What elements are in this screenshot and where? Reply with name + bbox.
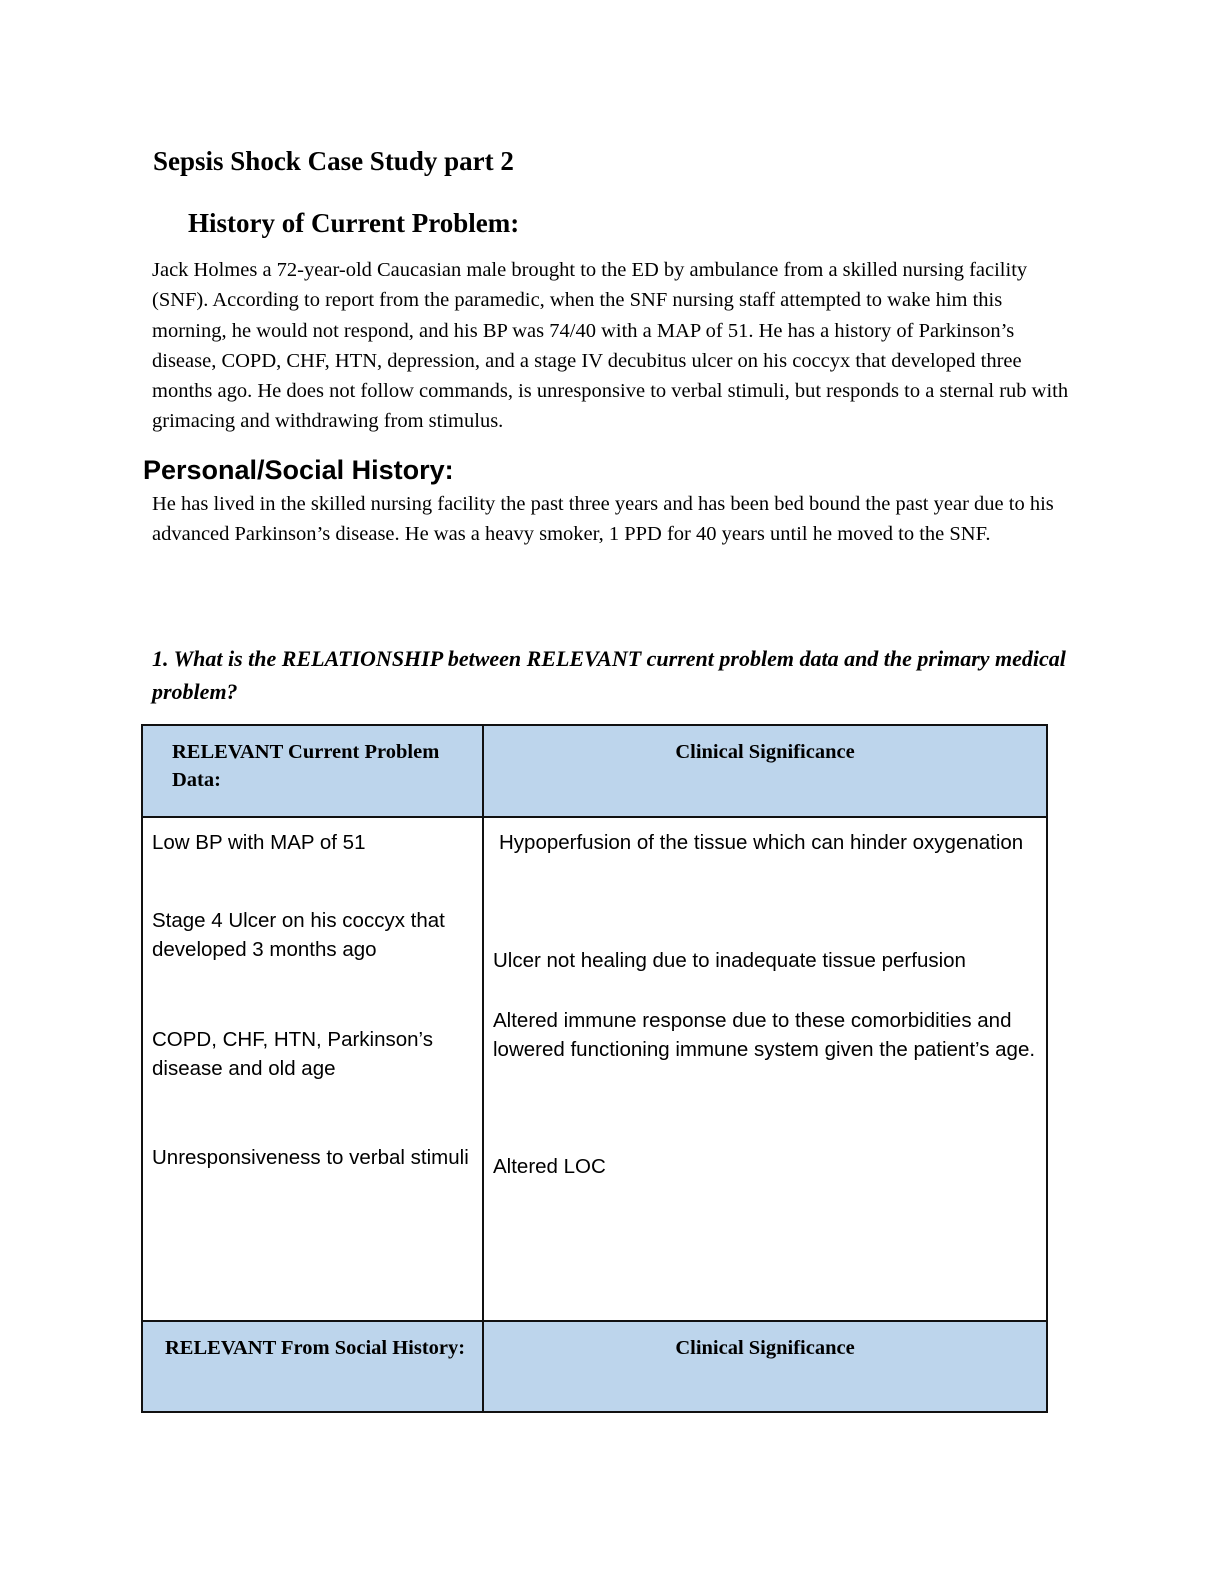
history-heading: History of Current Problem: bbox=[188, 208, 520, 238]
table-body-row: Low BP with MAP of 51 Stage 4 Ulcer on h… bbox=[141, 816, 1048, 1322]
table-row-data: Unresponsiveness to verbal stimuli bbox=[152, 1146, 469, 1169]
question-1: 1. What is the RELATIONSHIP between RELE… bbox=[152, 646, 1066, 704]
table-row-data: Stage 4 Ulcer on his coccyx that develop… bbox=[152, 909, 445, 961]
header-current-problem-label: RELEVANT Current Problem Data: bbox=[172, 741, 440, 791]
table-row-significance: Altered LOC bbox=[493, 1155, 606, 1178]
history-paragraph: Jack Holmes a 72-year-old Caucasian male… bbox=[152, 259, 1069, 433]
header-clinical-significance: Clinical Significance bbox=[482, 724, 1048, 818]
table-row-significance: Ulcer not healing due to inadequate tiss… bbox=[493, 949, 966, 972]
header-social-clinical-significance: Clinical Significance bbox=[482, 1320, 1048, 1413]
social-history-heading: Personal/Social History: bbox=[143, 455, 454, 485]
header-clinical-significance-label: Clinical Significance bbox=[675, 741, 855, 763]
clinical-significance-cell: Hypoperfusion of the tissue which can hi… bbox=[482, 816, 1048, 1322]
header-current-problem-data: RELEVANT Current Problem Data: bbox=[141, 724, 484, 818]
social-header-row: RELEVANT From Social History: Clinical S… bbox=[141, 1320, 1048, 1413]
header-social-history-label: RELEVANT From Social History: bbox=[165, 1337, 466, 1359]
header-social-clinical-significance-label: Clinical Significance bbox=[675, 1337, 855, 1359]
document-title: Sepsis Shock Case Study part 2 bbox=[153, 146, 514, 176]
relationship-table: RELEVANT Current Problem Data: Clinical … bbox=[141, 724, 1048, 1413]
table-row-data: Low BP with MAP of 51 bbox=[152, 831, 366, 854]
social-history-paragraph: He has lived in the skilled nursing faci… bbox=[152, 493, 1054, 545]
current-problem-data-cell: Low BP with MAP of 51 Stage 4 Ulcer on h… bbox=[141, 816, 484, 1322]
table-row-data: COPD, CHF, HTN, Parkinson’s disease and … bbox=[152, 1028, 433, 1080]
table-row-significance: Hypoperfusion of the tissue which can hi… bbox=[499, 831, 1024, 854]
table-header-row: RELEVANT Current Problem Data: Clinical … bbox=[141, 724, 1048, 818]
header-social-history: RELEVANT From Social History: bbox=[141, 1320, 484, 1413]
table-row-significance: Altered immune response due to these com… bbox=[493, 1009, 1036, 1061]
